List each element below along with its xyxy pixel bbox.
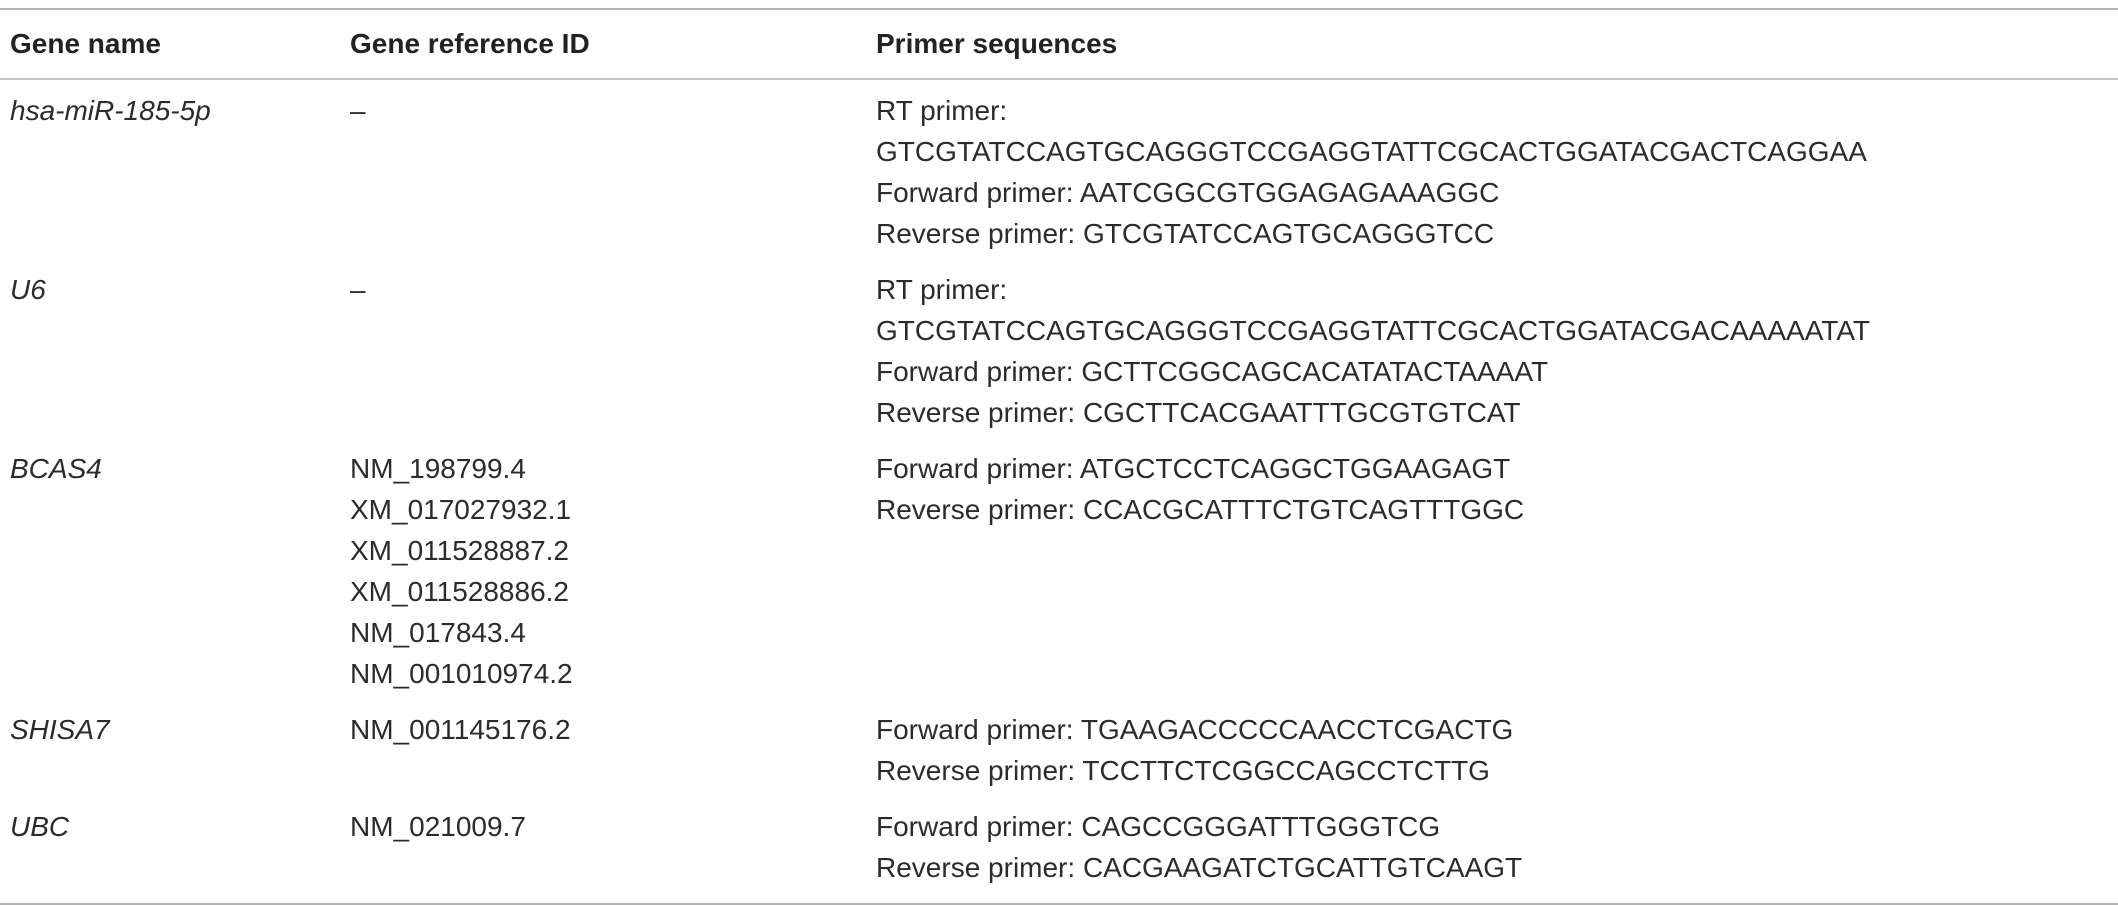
table-row: U6 – RT primer: GTCGTATCCAGTGCAGGGTCCGAGGTA…: [0, 259, 2118, 438]
primer-line: GTCGTATCCAGTGCAGGGTCCGAGGTATTCGCACTGGATA…: [876, 136, 1867, 167]
primer-line: Reverse primer: CCACGCATTTCTGTCAGTTTGGC: [876, 494, 1525, 525]
gene-reference-id: XM_011528887.2: [350, 535, 569, 566]
primer-line: Reverse primer: GTCGTATCCAGTGCAGGGTCC: [876, 218, 1495, 249]
primer-line: Forward primer: GCTTCGGCAGCACATATACTAAAA…: [876, 356, 1549, 387]
primer-sequences-cell: RT primer: GTCGTATCCAGTGCAGGGTCCGAGGTATTC…: [876, 79, 2118, 259]
gene-name-cell: hsa-miR-185-5p: [0, 79, 350, 259]
header-gene-reference-id: Gene reference ID: [350, 28, 590, 59]
gene-reference-id: NM_001145176.2: [350, 714, 571, 745]
primer-line: RT primer:: [876, 95, 1008, 126]
gene-reference-cell: NM_021009.7: [350, 796, 876, 904]
header-gene-name: Gene name: [10, 28, 161, 59]
table-row: UBC NM_021009.7 Forward primer: CAGCCGGGAT…: [0, 796, 2118, 904]
gene-reference-id: NM_021009.7: [350, 811, 526, 842]
gene-reference-cell: –: [350, 259, 876, 438]
primer-line: Reverse primer: CGCTTCACGAATTTGCGTGTCAT: [876, 397, 1521, 428]
gene-reference-id: NM_017843.4: [350, 617, 526, 648]
table-header: Gene name Gene reference ID Primer seque…: [0, 9, 2118, 79]
primer-line: Forward primer: ATGCTCCTCAGGCTGGAAGAGT: [876, 453, 1511, 484]
primer-table: Gene name Gene reference ID Primer seque…: [0, 8, 2118, 905]
gene-name-cell: SHISA7: [0, 699, 350, 796]
gene-reference-id: XM_011528886.2: [350, 576, 569, 607]
gene-reference-id: NM_001010974.2: [350, 658, 573, 689]
primer-line: Forward primer: CAGCCGGGATTTGGGTCG: [876, 811, 1441, 842]
primer-sequences-cell: Forward primer: TGAAGACCCCCAACCTCGACTG Re…: [876, 699, 2118, 796]
primer-line: Forward primer: AATCGGCGTGGAGAGAAAGGC: [876, 177, 1500, 208]
gene-reference-cell: –: [350, 79, 876, 259]
table-row: SHISA7 NM_001145176.2 Forward primer: TGAA…: [0, 699, 2118, 796]
header-row: Gene name Gene reference ID Primer seque…: [0, 9, 2118, 79]
gene-name: BCAS4: [10, 453, 102, 484]
header-primer-sequences: Primer sequences: [876, 28, 1118, 59]
gene-name: SHISA7: [10, 714, 110, 745]
primer-line: GTCGTATCCAGTGCAGGGTCCGAGGTATTCGCACTGGATA…: [876, 315, 1871, 346]
primer-sequences-cell: Forward primer: ATGCTCCTCAGGCTGGAAGAGT Re…: [876, 438, 2118, 699]
primer-line: Reverse primer: TCCTTCTCGGCCAGCCTCTTG: [876, 755, 1490, 786]
primer-sequences-cell: Forward primer: CAGCCGGGATTTGGGTCG Revers…: [876, 796, 2118, 904]
gene-name: U6: [10, 274, 46, 305]
gene-name-cell: UBC: [0, 796, 350, 904]
primer-line: RT primer:: [876, 274, 1008, 305]
gene-reference-cell: NM_001145176.2: [350, 699, 876, 796]
gene-reference-id: XM_017027932.1: [350, 494, 572, 525]
primer-sequences-cell: RT primer: GTCGTATCCAGTGCAGGGTCCGAGGTATTC…: [876, 259, 2118, 438]
gene-name: UBC: [10, 811, 70, 842]
primer-line: Reverse primer: CACGAAGATCTGCATTGTCAAGT: [876, 852, 1523, 883]
table-body: hsa-miR-185-5p – RT primer: GTCGTATCCAGTGCA…: [0, 79, 2118, 904]
gene-name: hsa-miR-185-5p: [10, 95, 211, 126]
gene-reference-id: –: [350, 274, 366, 305]
gene-name-cell: BCAS4: [0, 438, 350, 699]
gene-reference-id: NM_198799.4: [350, 453, 526, 484]
primer-line: Forward primer: TGAAGACCCCCAACCTCGACTG: [876, 714, 1514, 745]
gene-reference-id: –: [350, 95, 366, 126]
table-row: hsa-miR-185-5p – RT primer: GTCGTATCCAGTGCA…: [0, 79, 2118, 259]
gene-name-cell: U6: [0, 259, 350, 438]
